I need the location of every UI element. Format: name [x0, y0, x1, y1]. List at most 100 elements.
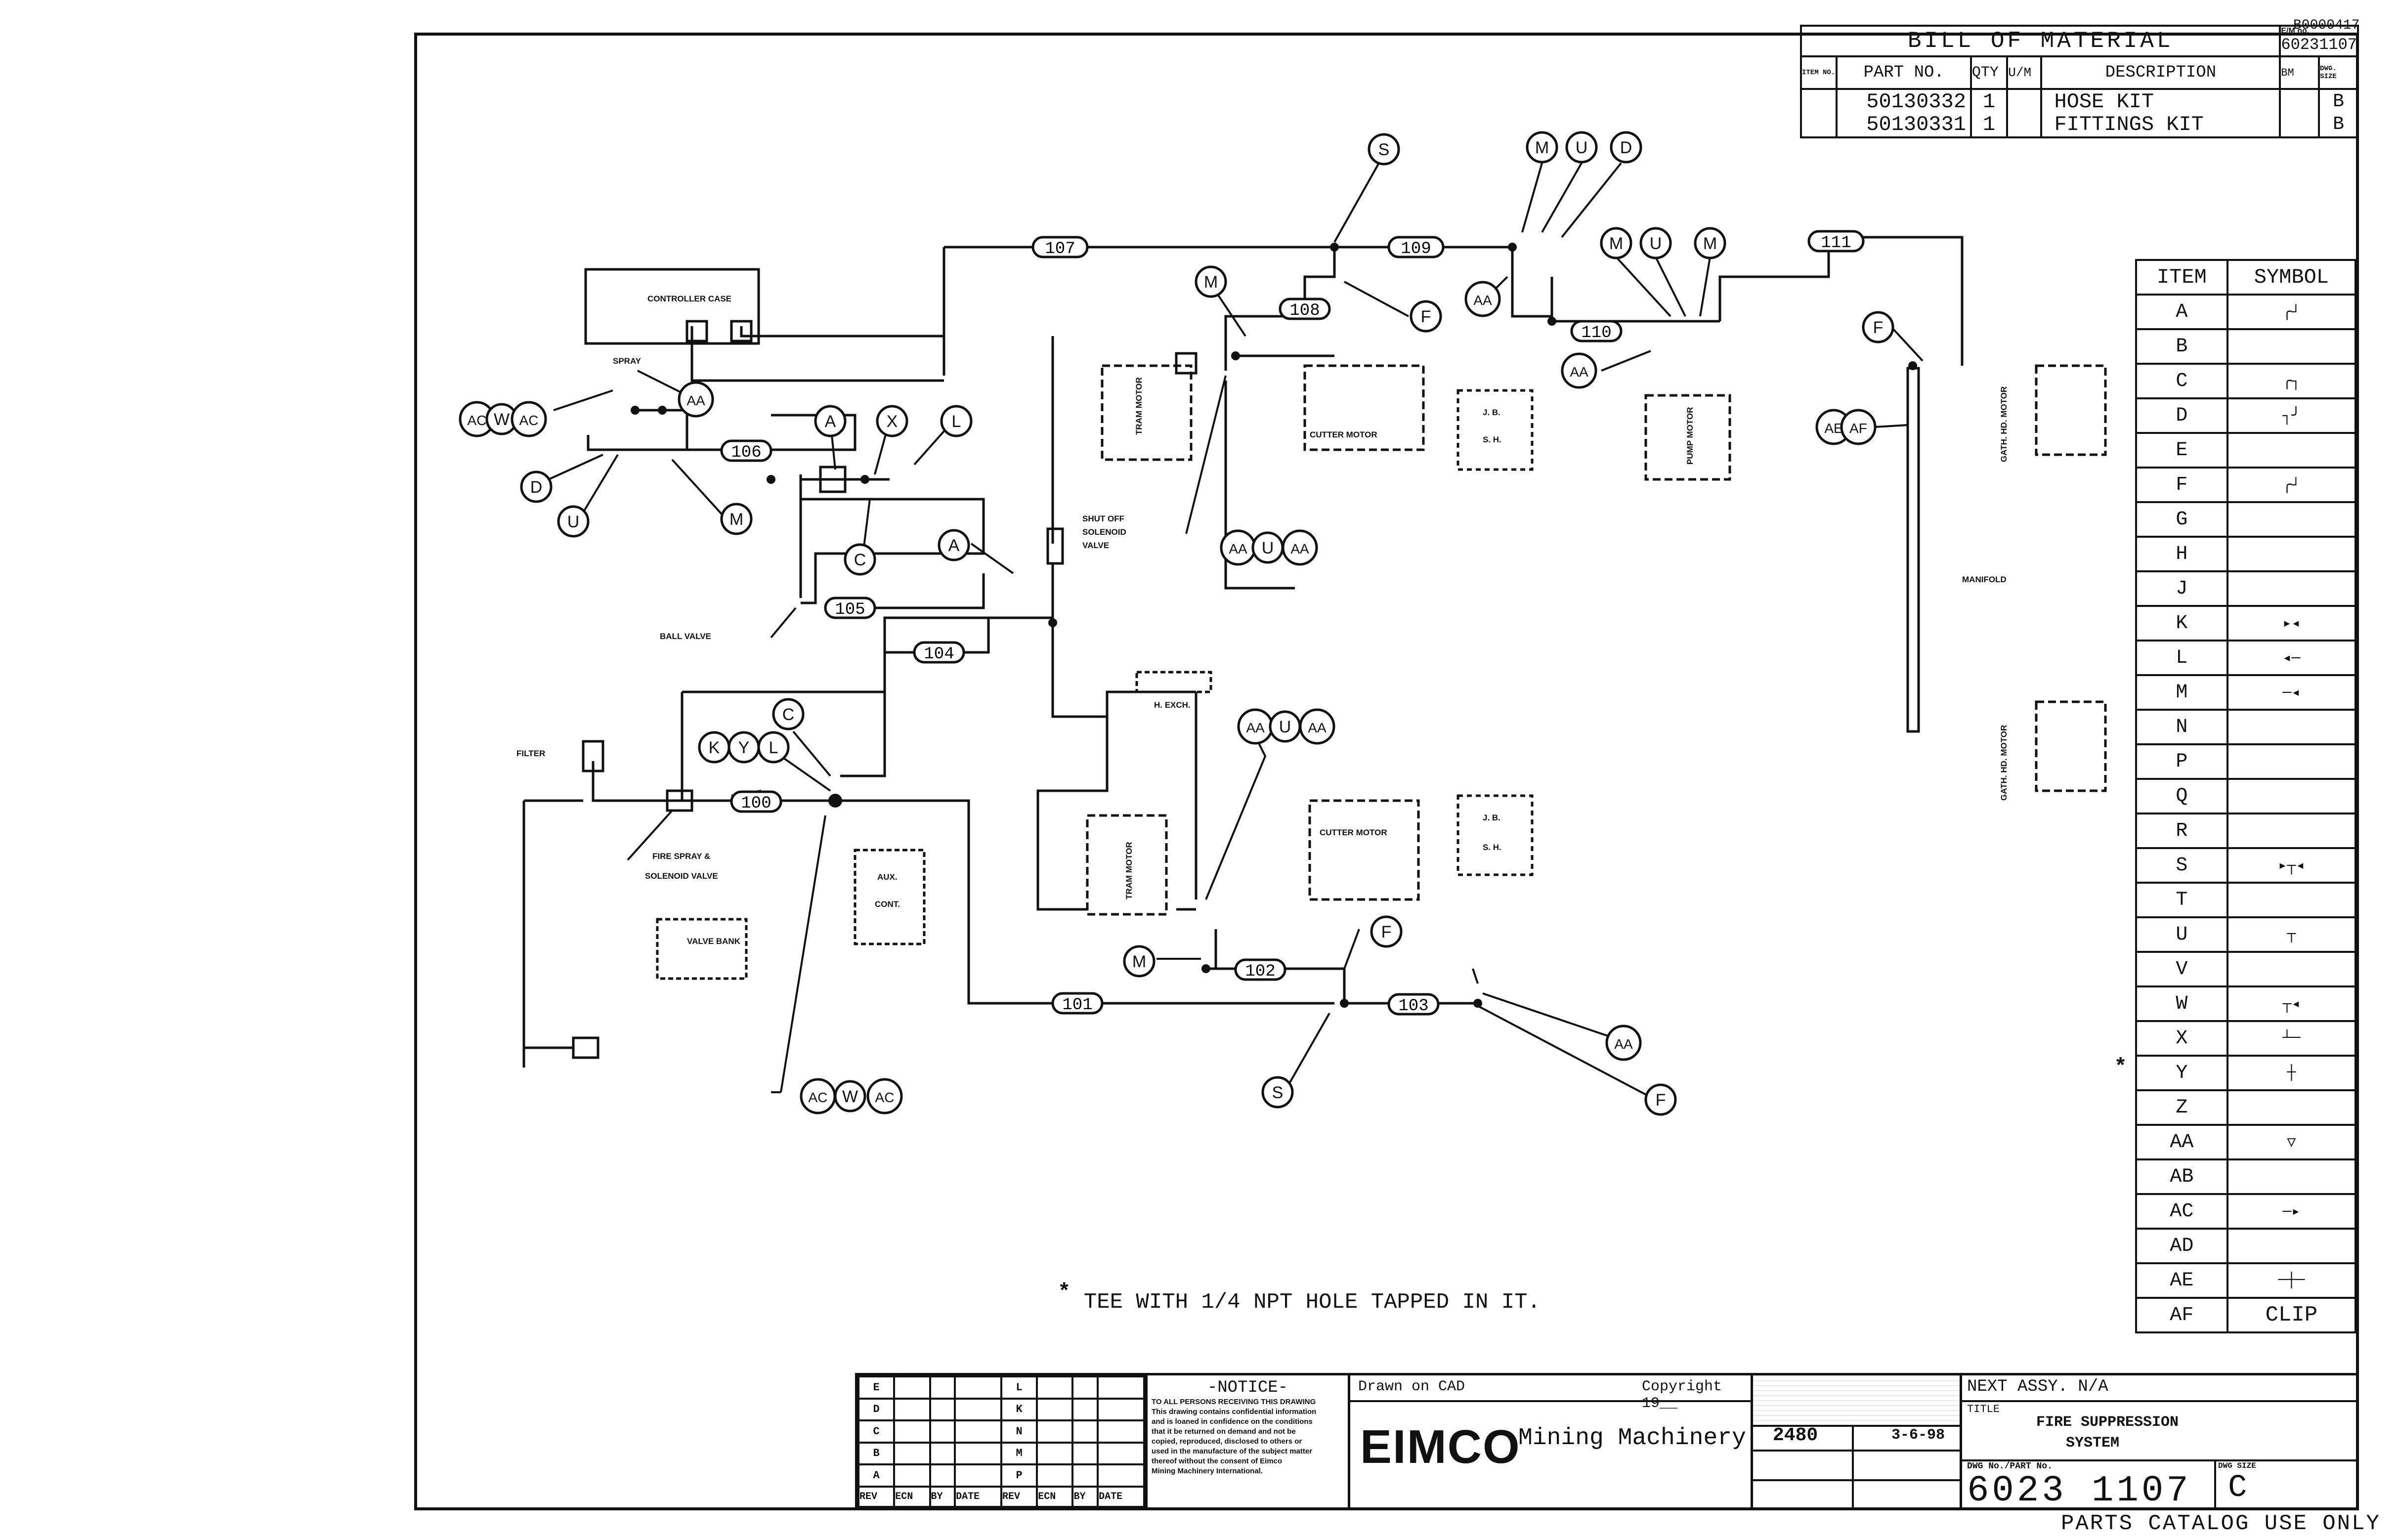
cutter-motor-box-2 [1308, 799, 1420, 901]
callout-ac-4: AC [866, 1078, 903, 1114]
svg-text:AA: AA [1246, 720, 1265, 735]
callout-c-2: C [772, 698, 805, 730]
svg-text:C: C [782, 705, 795, 724]
symbol-glyph [2226, 743, 2357, 780]
drawing-title-line2: SYSTEM [2066, 1435, 2120, 1452]
revision-letter: M [1000, 1441, 1038, 1465]
svg-text:D: D [1620, 138, 1632, 157]
callout-aa-mid: AA [1464, 281, 1501, 317]
revision-col-header: ECN [893, 1485, 931, 1508]
symbol-row: V [2135, 951, 2357, 987]
callout-k: K [698, 731, 730, 764]
symbol-glyph [2226, 570, 2357, 607]
label-fire-spray: FIRE SPRAY & [652, 852, 710, 861]
callout-m-102: M [1123, 945, 1156, 978]
aux-cont-box [854, 849, 926, 945]
revision-col-header: REV [857, 1485, 896, 1508]
callout-ac-2: AC [511, 401, 547, 437]
symbol-glyph: ╭┘ [2226, 467, 2357, 503]
drawing-title-line1: FIRE SUPPRESSION [2036, 1414, 2179, 1431]
symbol-row: K▸◂ [2135, 605, 2357, 642]
symbol-item: E [2135, 432, 2228, 469]
tee-note-marker: * [1058, 1280, 1071, 1305]
bom-size: B [2333, 114, 2344, 135]
symbol-glyph: ─▸ [2226, 1193, 2357, 1230]
symbol-glyph [2226, 1228, 2357, 1264]
notice-line: copied, reproduced, disclosed to others … [1152, 1437, 1302, 1446]
hose-101: 101 [1051, 992, 1104, 1015]
bom-header-item: ITEM NO. [1799, 55, 1838, 90]
label-tram-motor-2: TRAM MOTOR [1124, 842, 1134, 899]
svg-text:U: U [1279, 718, 1291, 736]
symbol-row: S▸┬◂ [2135, 847, 2357, 884]
symbol-row: P [2135, 743, 2357, 780]
revision-col-header: ECN [1036, 1485, 1074, 1508]
bom-header-um: U/M [2006, 55, 2043, 90]
bom-description: FITTINGS KIT [2054, 113, 2204, 136]
callout-f-108: F [1410, 300, 1442, 333]
symbol-row: Z [2135, 1089, 2357, 1126]
svg-text:M: M [1703, 234, 1717, 253]
label-gath-motor-top: GATH. HD. MOTOR [1999, 386, 2009, 462]
bom-header-part: PART NO. [1836, 55, 1972, 90]
callout-m-110: M [1600, 227, 1632, 259]
junction-box [1456, 389, 1534, 471]
symbol-item: P [2135, 743, 2228, 780]
symbol-item: K [2135, 605, 2228, 642]
svg-text:C: C [854, 551, 866, 569]
svg-text:U: U [1650, 234, 1662, 253]
label-solenoid-valve: SOLENOID VALVE [645, 871, 718, 881]
symbol-row: B [2135, 328, 2357, 365]
symbol-item: N [2135, 709, 2228, 745]
svg-text:W: W [842, 1087, 858, 1106]
callout-m-110b: M [1694, 227, 1726, 259]
svg-text:AC: AC [519, 413, 539, 428]
bom-part-no: 50130332 [1866, 90, 1966, 114]
callout-f-102: F [1370, 915, 1403, 948]
label-jb: J. B. [1483, 408, 1500, 417]
y-item-marker: * [2116, 1053, 2125, 1077]
hose-106: 106 [720, 439, 772, 462]
svg-text:105: 105 [835, 600, 865, 619]
symbol-glyph [2226, 709, 2357, 745]
callout-u-top: U [1565, 131, 1598, 164]
svg-text:F: F [1873, 318, 1884, 337]
symbol-glyph: ┼ [2226, 1055, 2357, 1091]
callout-u-c: U [1269, 710, 1301, 743]
callout-d-left: D [520, 471, 553, 503]
fitting-marks [631, 243, 1917, 1008]
bill-of-material: BILL OF MATERIAL E/M no. 60231107 ITEM N… [1799, 25, 2359, 138]
symbol-glyph: ╭┘ [2226, 294, 2357, 330]
hose-111: 111 [1807, 230, 1865, 253]
bom-qty: 1 [1982, 113, 1996, 136]
symbol-row: A╭┘ [2135, 294, 2357, 330]
company-logo: EIMCO [1360, 1420, 1521, 1473]
callout-m-left: M [1195, 265, 1227, 298]
svg-text:110: 110 [1581, 324, 1611, 342]
callout-y: Y [728, 731, 760, 764]
company-block: Drawn on CAD Copyright 19__ EIMCO Mining… [1350, 1375, 1753, 1508]
label-jb-2: J. B. [1483, 813, 1500, 822]
symbol-item: AA [2135, 1124, 2228, 1160]
svg-text:K: K [709, 738, 720, 757]
revision-letter: P [1000, 1463, 1038, 1488]
dwg-no-label: DWG No./PART No. [1967, 1461, 2053, 1471]
dwg-number: 6023 1107 [1967, 1470, 2191, 1512]
em-label: E/M no. [2281, 27, 2310, 35]
bom-header-qty: QTY [1970, 55, 2009, 90]
symbol-glyph [2226, 432, 2357, 469]
callout-u-110: U [1639, 227, 1672, 259]
pump-motor-box [1644, 394, 1731, 481]
revision-col-header: BY [1071, 1485, 1099, 1508]
svg-text:107: 107 [1045, 240, 1075, 258]
callout-m-top: M [1526, 131, 1558, 164]
revision-letter: N [1000, 1419, 1038, 1444]
callout-c-1: C [844, 543, 876, 576]
symbol-item: W [2135, 985, 2228, 1022]
symbol-table-header-item: ITEM [2135, 259, 2228, 296]
notice-line: that it be returned on demand and not be [1152, 1427, 1296, 1436]
hose-109: 109 [1387, 236, 1445, 258]
hose-105: 105 [824, 597, 876, 619]
